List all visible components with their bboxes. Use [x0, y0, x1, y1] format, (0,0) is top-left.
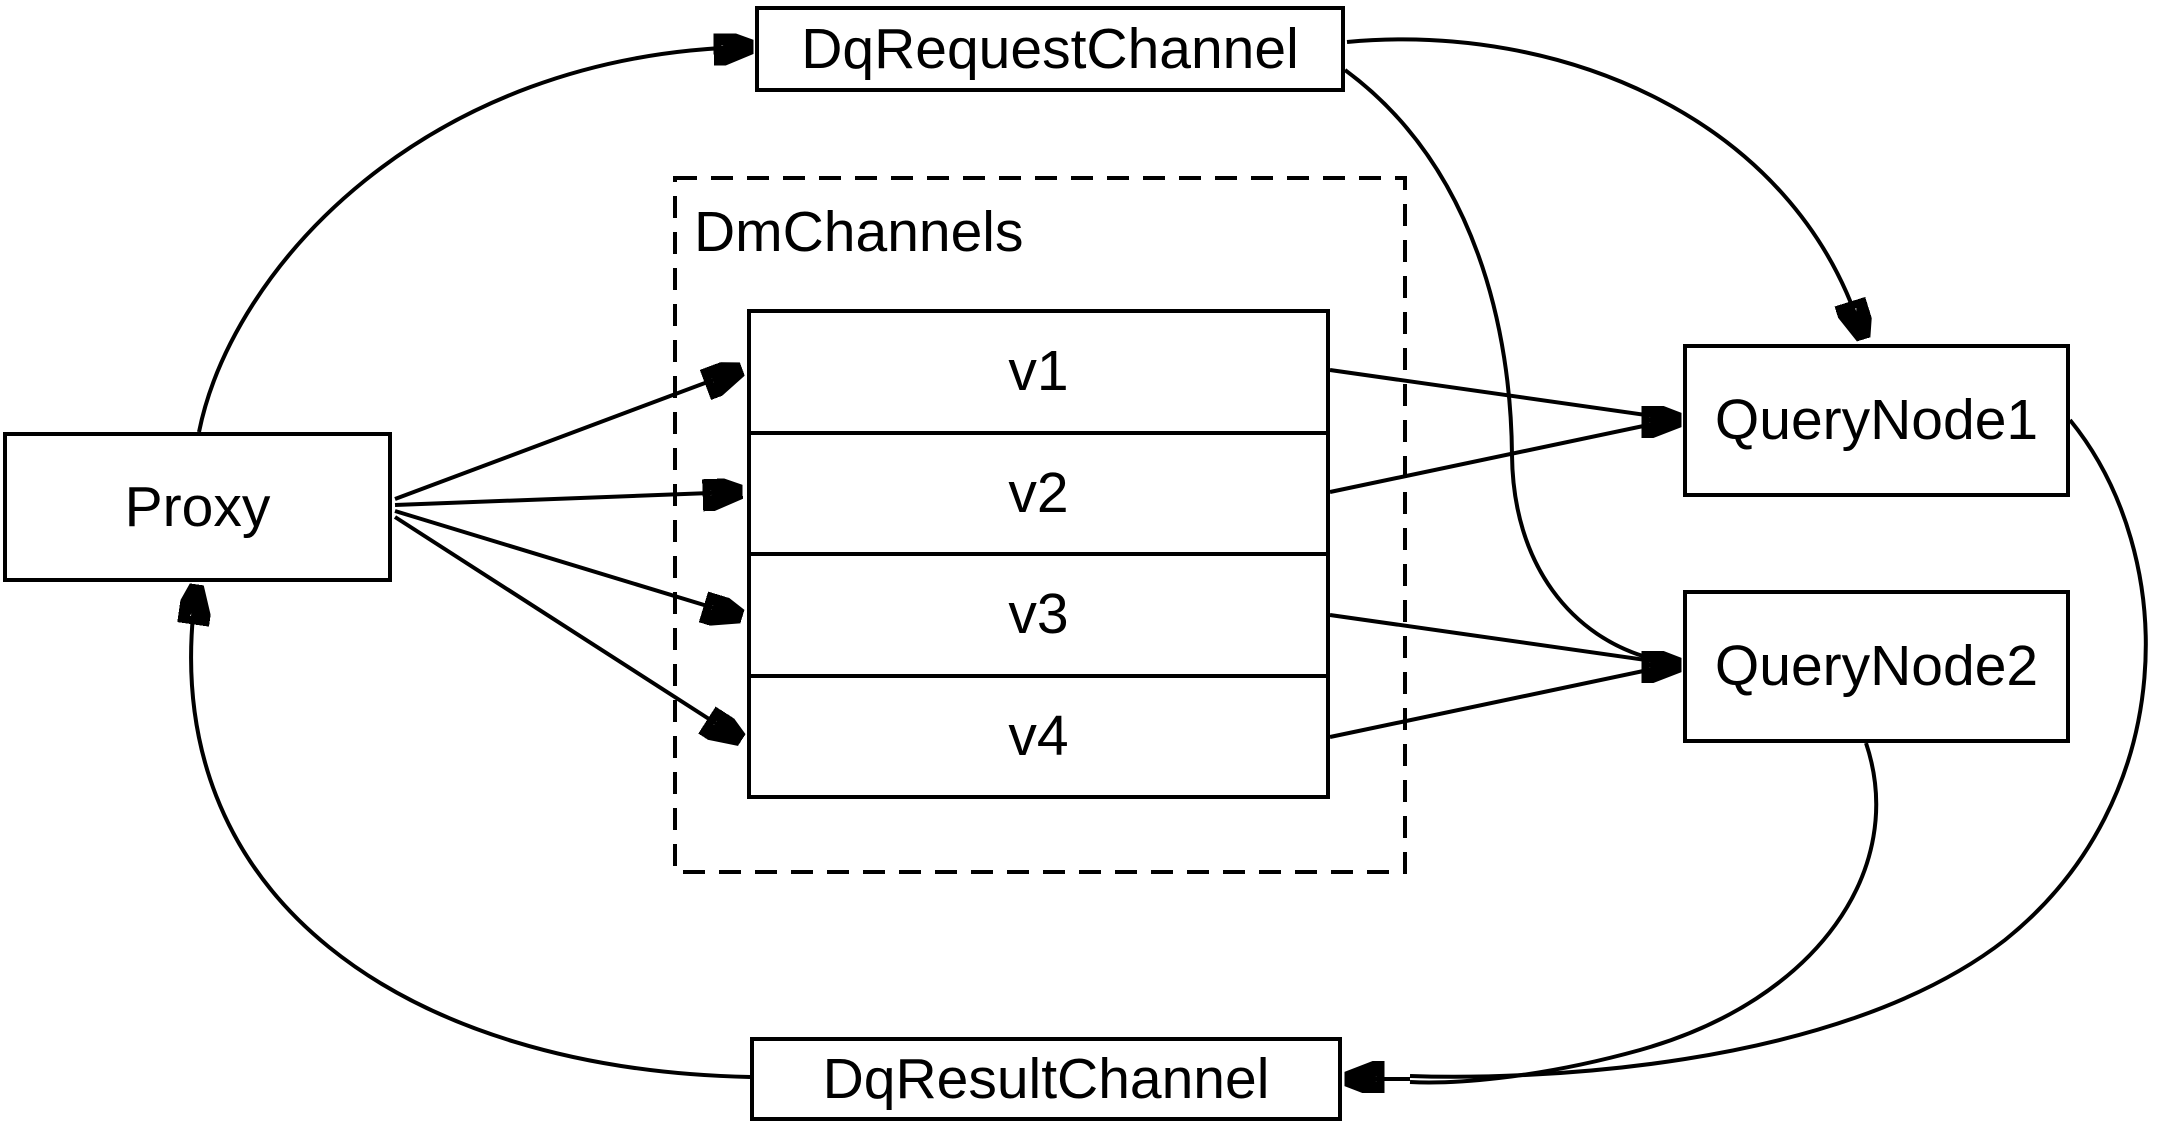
edge-query-node-1-to-dq-result-channel: [1409, 418, 2148, 1079]
node-query-node-2: QueryNode2: [1683, 590, 2070, 743]
node-dq-result-channel-label: DqResultChannel: [822, 1046, 1270, 1111]
node-query-node-1: QueryNode1: [1683, 344, 2070, 497]
channel-row-v2: v2: [751, 430, 1326, 553]
node-proxy: Proxy: [3, 432, 392, 582]
channel-v4-label: v4: [1008, 703, 1069, 768]
node-query-node-1-label: QueryNode1: [1714, 388, 2039, 452]
node-dm-channels-stack: v1 v2 v3 v4: [747, 309, 1330, 799]
edge-v1-to-query-node-1: [1329, 368, 1654, 418]
edge-v3-to-query-node-2: [1329, 613, 1654, 663]
node-dq-request-channel-label: DqRequestChannel: [801, 16, 1299, 81]
edge-dq-result-channel-to-proxy: [191, 590, 751, 1079]
channel-row-v1: v1: [751, 313, 1326, 431]
node-dq-request-channel: DqRequestChannel: [755, 6, 1345, 92]
channel-row-v4: v4: [751, 673, 1326, 796]
edge-v4-to-query-node-2: [1329, 667, 1654, 739]
node-dq-result-channel: DqResultChannel: [750, 1037, 1342, 1121]
edge-v2-to-query-node-1: [1329, 422, 1654, 494]
channel-v3-label: v3: [1008, 582, 1069, 647]
edge-proxy-to-v2: [394, 492, 737, 505]
edge-dq-request-channel-to-query-node-1: [1346, 37, 1862, 334]
channel-row-v3: v3: [751, 552, 1326, 674]
edge-proxy-to-dq-request-channel: [197, 47, 748, 433]
edge-dq-request-channel-to-query-node-2: [1343, 68, 1654, 661]
edge-proxy-to-v4: [393, 515, 737, 737]
node-proxy-label: Proxy: [124, 474, 271, 539]
dm-channels-group-border: [673, 176, 1407, 874]
edge-query-node-2-to-dq-result-channel: [1409, 742, 1879, 1085]
dm-channels-group-label: DmChannels: [694, 200, 1024, 264]
edge-proxy-to-v3: [394, 509, 737, 615]
channel-v2-label: v2: [1008, 460, 1069, 525]
edge-proxy-to-v1: [394, 371, 737, 501]
channel-v1-label: v1: [1008, 339, 1069, 404]
node-query-node-2-label: QueryNode2: [1714, 634, 2039, 698]
